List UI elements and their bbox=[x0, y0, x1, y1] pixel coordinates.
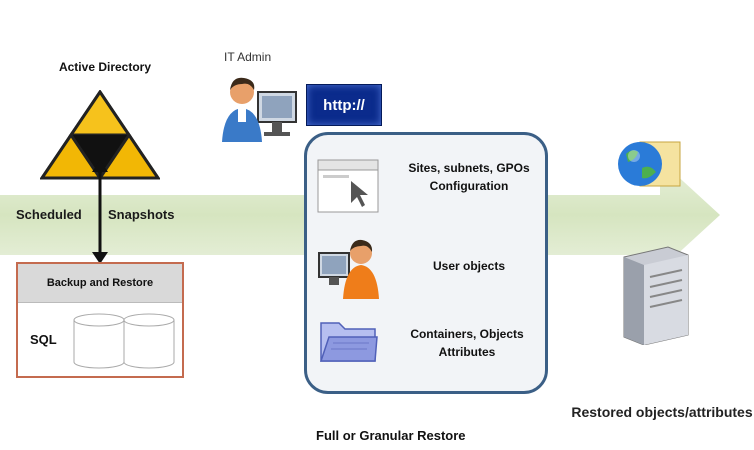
sites-subnets-gpos-text: Sites, subnets, GPOs Configuration bbox=[408, 161, 530, 193]
database-icon bbox=[73, 313, 175, 369]
http-badge: http:// bbox=[306, 84, 382, 126]
it-admin-label: IT Admin bbox=[224, 50, 272, 64]
user-at-computer-icon bbox=[318, 239, 379, 299]
active-directory-title: Active Directory bbox=[58, 60, 152, 74]
server-icon bbox=[623, 246, 689, 345]
user-objects-text: User objects bbox=[432, 259, 506, 273]
backup-and-restore-box: Backup and Restore SQL bbox=[16, 262, 184, 378]
globe-folder-icon bbox=[618, 141, 681, 187]
restored-objects-label: Restored objects/attributes bbox=[571, 404, 753, 420]
containers-objects-text: Containers, Objects Attributes bbox=[410, 327, 524, 359]
backup-header: Backup and Restore bbox=[18, 264, 182, 303]
browser-window-icon bbox=[317, 159, 379, 213]
admin-user-icon bbox=[222, 77, 297, 142]
sync-double-arrow bbox=[92, 160, 108, 264]
restore-caption: Full or Granular Restore bbox=[316, 428, 466, 443]
folder-icon bbox=[319, 322, 378, 362]
restore-options-panel: Sites, subnets, GPOs Configuration User … bbox=[304, 132, 548, 394]
sql-label: SQL bbox=[30, 332, 57, 347]
active-directory-icon bbox=[40, 90, 160, 180]
scheduled-label: Scheduled bbox=[16, 207, 82, 222]
snapshots-label: Snapshots bbox=[108, 207, 175, 222]
